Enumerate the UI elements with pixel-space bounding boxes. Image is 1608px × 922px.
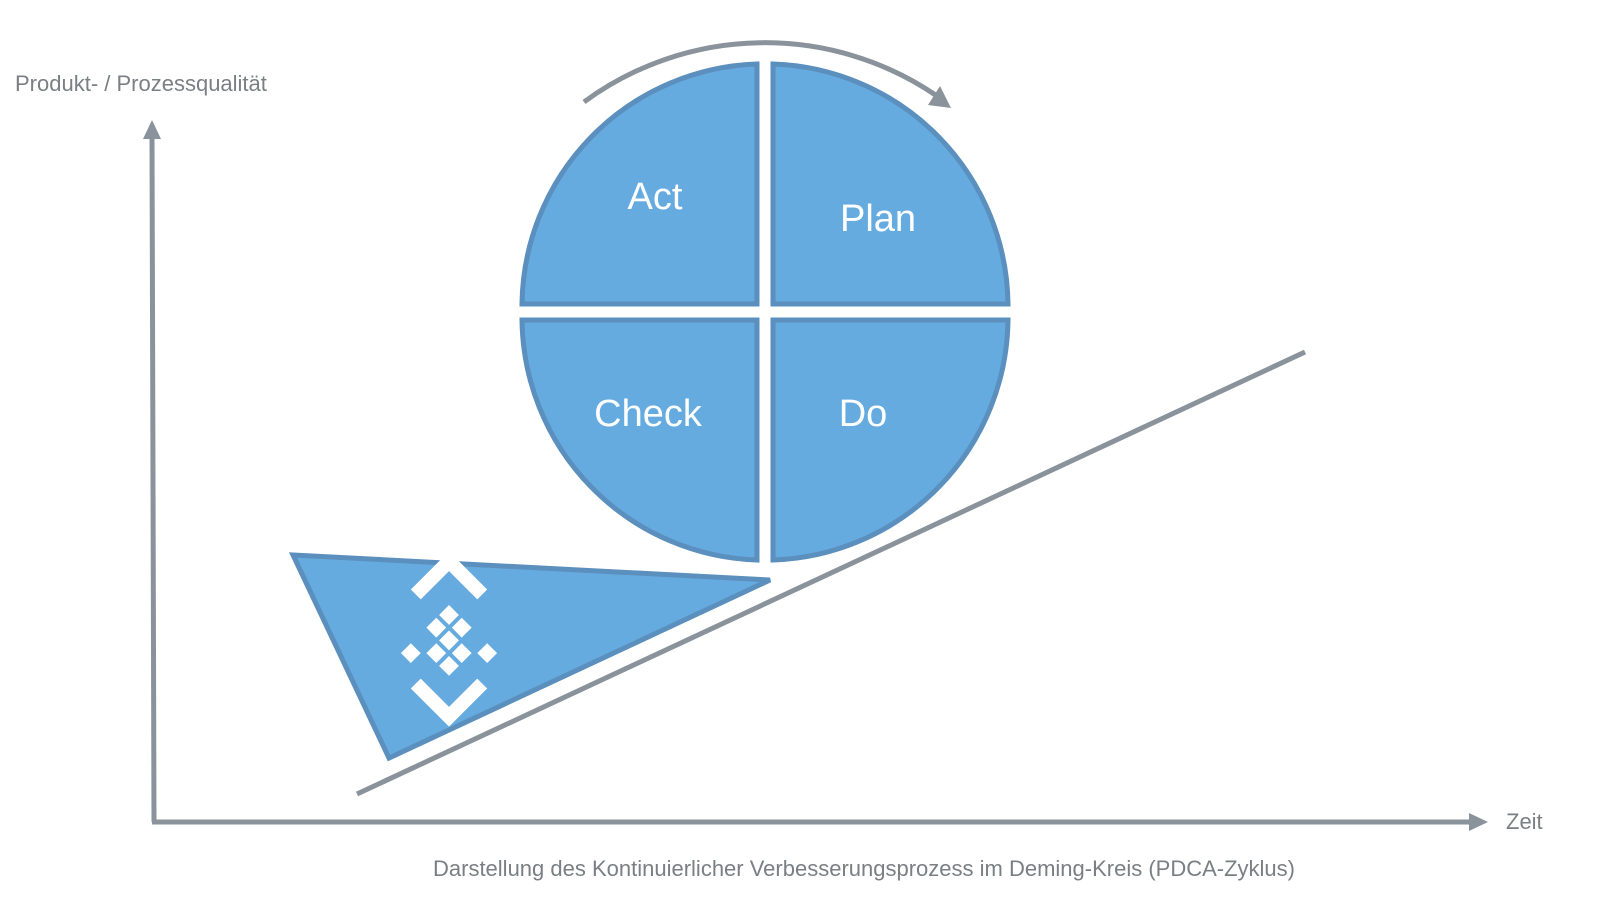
logo-right-bracket (410, 678, 488, 727)
cycle-arc-arrow-icon (582, 40, 939, 105)
diagram-caption: Darstellung des Kontinuierlicher Verbess… (433, 856, 1295, 881)
quadrant-check (519, 317, 760, 563)
quadrant-label-act: Act (628, 176, 683, 218)
quadrant-label-do: Do (839, 393, 888, 435)
slope-line (355, 349, 1307, 797)
y-axis-arrowhead (143, 120, 161, 139)
quadrant-act (519, 61, 760, 307)
wedge-chock (288, 552, 772, 762)
cycle-arrowhead-icon (928, 86, 951, 108)
y-axis-label: Produkt- / Prozessqualität (15, 71, 267, 96)
y-axis-line (149, 137, 157, 823)
quadrant-do (770, 317, 1011, 563)
quadrant-label-plan: Plan (840, 198, 916, 240)
logo-tile (439, 630, 459, 651)
x-axis-label: Zeit (1506, 809, 1543, 834)
x-axis-arrowhead (1469, 813, 1488, 831)
quadrant-label-check: Check (594, 393, 703, 435)
logo-left-bracket (410, 551, 488, 600)
quadrant-plan (770, 61, 1011, 307)
